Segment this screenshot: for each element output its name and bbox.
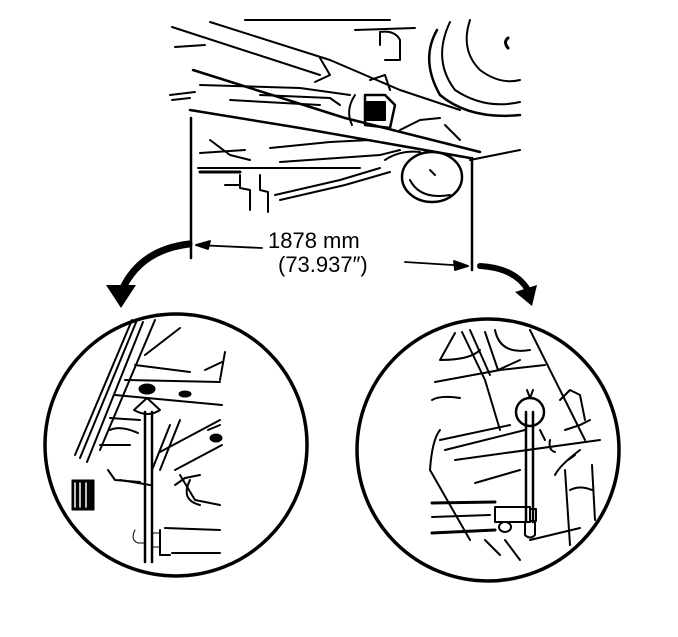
dimension-arrows [195,240,469,271]
right-detail-callout [355,317,621,583]
callout-arrows [106,240,537,308]
dimension-imperial-label: (73.937″) [278,252,368,277]
dimension-extension-lines [189,116,474,272]
vehicle-underbody-overview [169,19,522,213]
left-detail-callout [43,312,309,578]
dimension-metric-label: 1878 mm [268,228,360,253]
